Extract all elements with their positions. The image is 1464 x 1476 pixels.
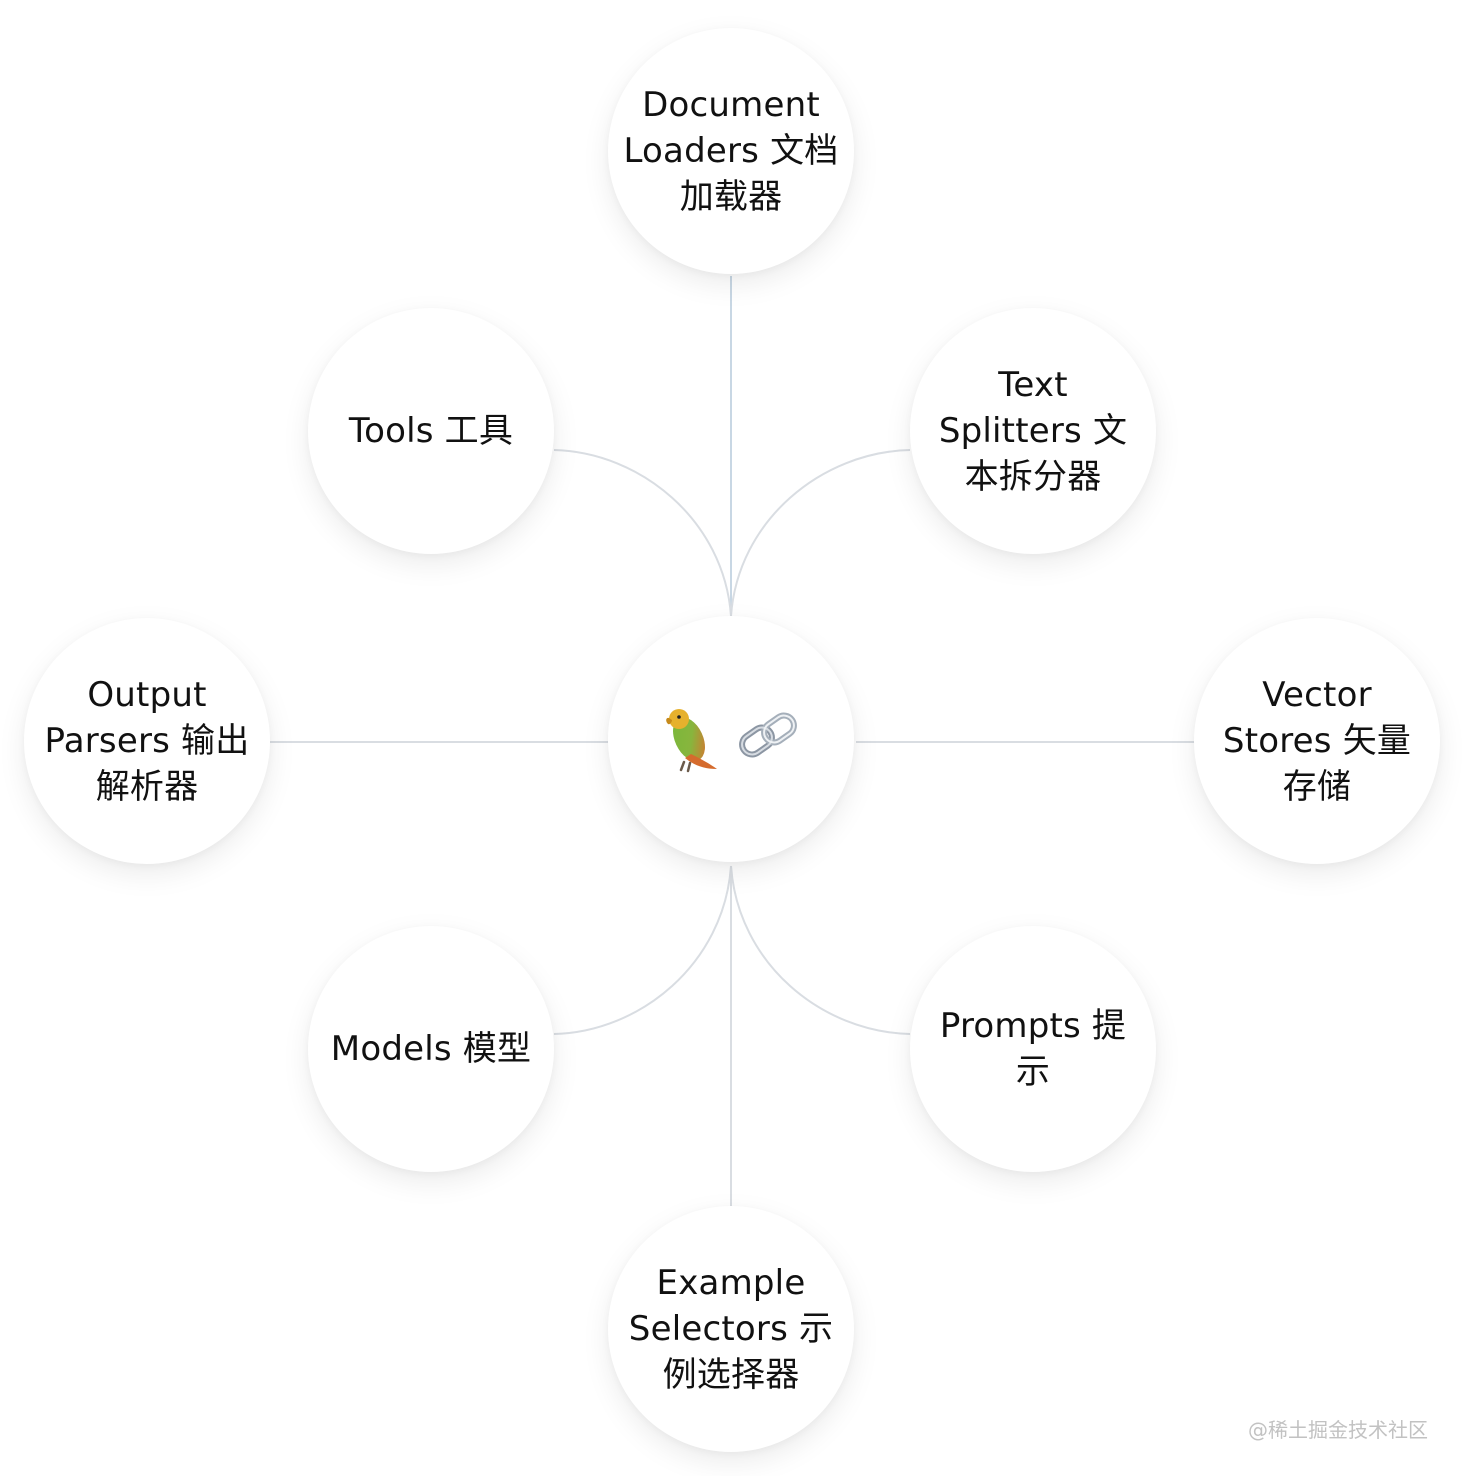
node-label-vector-stores: Vector Stores 矢量存储 xyxy=(1222,675,1412,807)
node-label-output-parsers: Output Parsers 输出解析器 xyxy=(44,675,250,807)
node-label-models: Models 模型 xyxy=(330,1029,532,1069)
center-icons xyxy=(657,703,805,775)
node-text-splitters: Text Splitters 文本拆分器 xyxy=(910,308,1156,554)
node-document-loaders: Document Loaders 文档加载器 xyxy=(608,28,854,274)
connector-tools xyxy=(553,449,732,617)
node-label-prompts: Prompts 提示 xyxy=(939,1006,1127,1092)
connector-text-splitters xyxy=(730,449,911,617)
node-output-parsers: Output Parsers 输出解析器 xyxy=(24,618,270,864)
node-prompts: Prompts 提示 xyxy=(910,926,1156,1172)
node-label-example-selectors: Example Selectors 示例选择器 xyxy=(628,1263,834,1395)
node-tools: Tools 工具 xyxy=(308,308,554,554)
node-label-tools: Tools 工具 xyxy=(348,411,514,451)
node-vector-stores: Vector Stores 矢量存储 xyxy=(1194,618,1440,864)
node-example-selectors: Example Selectors 示例选择器 xyxy=(608,1206,854,1452)
node-label-document-loaders: Document Loaders 文档加载器 xyxy=(623,85,839,217)
node-label-text-splitters: Text Splitters 文本拆分器 xyxy=(938,365,1128,497)
connector-prompts xyxy=(730,865,911,1035)
node-models: Models 模型 xyxy=(308,926,554,1172)
center-node xyxy=(608,616,854,862)
parrot-icon xyxy=(657,703,729,775)
watermark-text: @稀土掘金技术社区 xyxy=(1248,1418,1428,1442)
chain-link-icon xyxy=(733,703,805,775)
connector-models xyxy=(553,865,732,1035)
